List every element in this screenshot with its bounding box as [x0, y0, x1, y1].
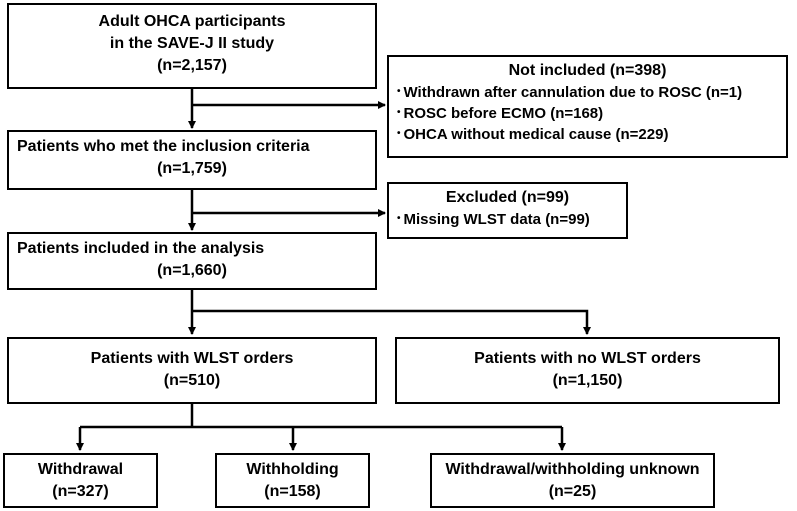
unknown-count: (n=25)	[548, 483, 597, 500]
bullet-icon: •	[397, 213, 401, 224]
withdrawal-count: (n=327)	[52, 483, 109, 500]
inclusion-label: Patients who met the inclusion criteria	[17, 138, 310, 155]
bullet-icon: •	[397, 86, 401, 97]
unknown-label: Withdrawal/withholding unknown	[445, 461, 700, 478]
participants-box: Adult OHCA participants in the SAVE-J II…	[7, 3, 377, 89]
withholding-box: Withholding (n=158)	[215, 453, 370, 508]
participants-line-2: in the SAVE-J II study	[109, 35, 275, 52]
unknown-box: Withdrawal/withholding unknown (n=25)	[430, 453, 715, 508]
wlst-box: Patients with WLST orders (n=510)	[7, 337, 377, 404]
excluded-box: Excluded (n=99) •Missing WLST data (n=99…	[387, 182, 628, 239]
excluded-item: •Missing WLST data (n=99)	[397, 209, 618, 230]
not-included-item-text: OHCA without medical cause (n=229)	[403, 126, 669, 143]
excluded-item-text: Missing WLST data (n=99)	[403, 211, 590, 228]
not-included-item: •Withdrawn after cannulation due to ROSC…	[397, 82, 778, 103]
no-wlst-box: Patients with no WLST orders (n=1,150)	[395, 337, 780, 404]
participants-count: (n=2,157)	[157, 57, 227, 74]
no-wlst-label: Patients with no WLST orders	[474, 350, 701, 367]
inclusion-count: (n=1,759)	[157, 160, 227, 177]
bullet-icon: •	[397, 107, 401, 118]
analysis-count: (n=1,660)	[157, 262, 227, 279]
not-included-box: Not included (n=398) •Withdrawn after ca…	[387, 55, 788, 158]
analysis-label: Patients included in the analysis	[17, 240, 265, 257]
withdrawal-label: Withdrawal	[37, 461, 124, 478]
wlst-count: (n=510)	[163, 372, 221, 389]
withholding-count: (n=158)	[264, 483, 321, 500]
participants-line-1: Adult OHCA participants	[98, 13, 286, 30]
withdrawal-box: Withdrawal (n=327)	[3, 453, 158, 508]
not-included-item: •ROSC before ECMO (n=168)	[397, 103, 778, 124]
not-included-title: Not included (n=398)	[508, 62, 667, 79]
arrow-to-no-wlst	[192, 309, 591, 335]
bullet-icon: •	[397, 128, 401, 139]
not-included-item-text: ROSC before ECMO (n=168)	[403, 105, 604, 122]
no-wlst-count: (n=1,150)	[552, 372, 623, 389]
inclusion-box: Patients who met the inclusion criteria …	[7, 130, 377, 190]
not-included-item: •OHCA without medical cause (n=229)	[397, 124, 778, 145]
withholding-label: Withholding	[246, 461, 339, 478]
excluded-title: Excluded (n=99)	[445, 189, 570, 206]
not-included-item-text: Withdrawn after cannulation due to ROSC …	[403, 84, 743, 101]
analysis-box: Patients included in the analysis (n=1,6…	[7, 232, 377, 290]
wlst-label: Patients with WLST orders	[90, 350, 294, 367]
